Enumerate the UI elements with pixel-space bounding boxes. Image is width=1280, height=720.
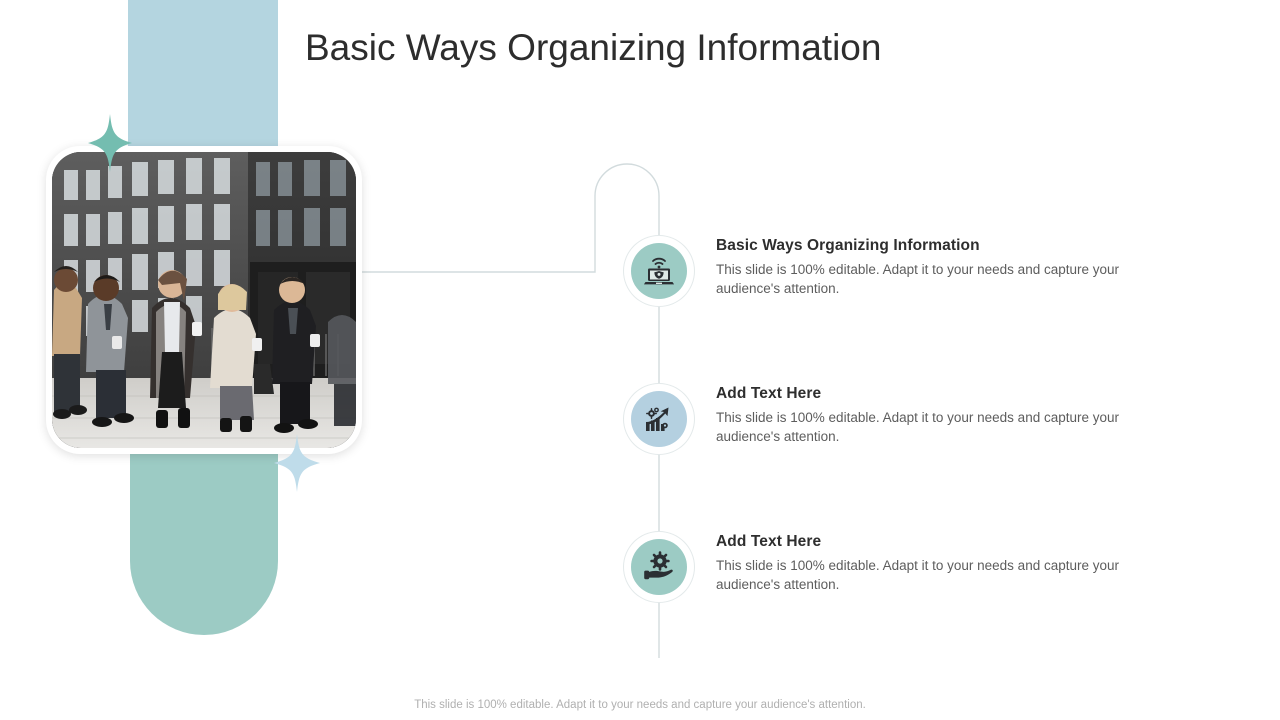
item-text-block: Add Text Here This slide is 100% editabl…	[716, 532, 1166, 594]
list-item: Basic Ways Organizing Information This s…	[624, 236, 1184, 308]
page-title: Basic Ways Organizing Information	[305, 27, 882, 68]
photo-card	[46, 146, 362, 454]
item-heading: Basic Ways Organizing Information	[716, 237, 980, 254]
item-icon-circle	[631, 391, 687, 447]
item-text-block: Add Text Here This slide is 100% editabl…	[716, 384, 1166, 446]
list-item: Add Text Here This slide is 100% editabl…	[624, 532, 1184, 604]
growth-chart-gears-icon	[646, 407, 669, 431]
item-icon-badge[interactable]	[624, 236, 694, 306]
item-icon-circle	[631, 243, 687, 299]
item-icon-badge[interactable]	[624, 532, 694, 602]
item-text-block: Basic Ways Organizing Information This s…	[716, 236, 1166, 298]
footer-note: This slide is 100% editable. Adapt it to…	[414, 699, 866, 711]
item-heading: Add Text Here	[716, 385, 822, 402]
item-body: This slide is 100% editable. Adapt it to…	[716, 410, 1119, 444]
team-photo-illustration	[52, 152, 356, 448]
team-photo	[52, 152, 356, 448]
decorative-block-bottom	[130, 443, 278, 635]
item-icon-badge[interactable]	[624, 384, 694, 454]
list-item: Add Text Here This slide is 100% editabl…	[624, 384, 1184, 456]
item-body: This slide is 100% editable. Adapt it to…	[716, 262, 1119, 296]
decorative-block-top	[128, 0, 278, 168]
hand-holding-gear-icon	[644, 551, 673, 580]
item-body: This slide is 100% editable. Adapt it to…	[716, 558, 1119, 592]
laptop-security-icon	[643, 257, 675, 285]
item-icon-circle	[631, 539, 687, 595]
item-heading: Add Text Here	[716, 533, 822, 550]
